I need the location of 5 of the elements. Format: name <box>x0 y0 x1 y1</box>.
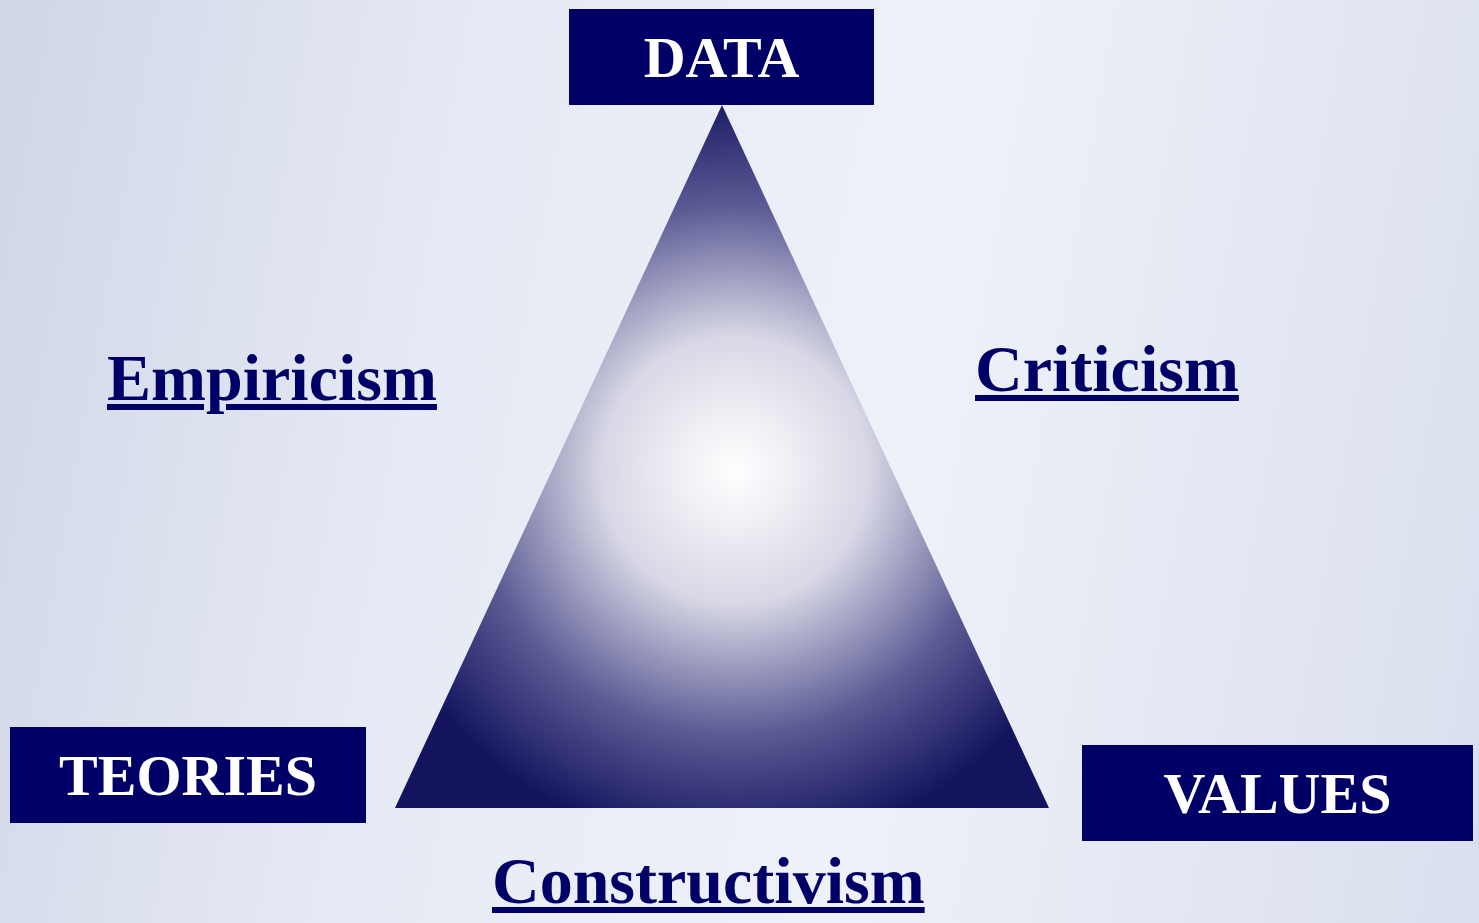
label-box: DATA <box>569 9 874 105</box>
underlined-label: Constructivism <box>492 848 925 914</box>
label-box: TEORIES <box>10 727 366 823</box>
label-box: VALUES <box>1082 745 1473 841</box>
underlined-label: Criticism <box>975 336 1239 402</box>
